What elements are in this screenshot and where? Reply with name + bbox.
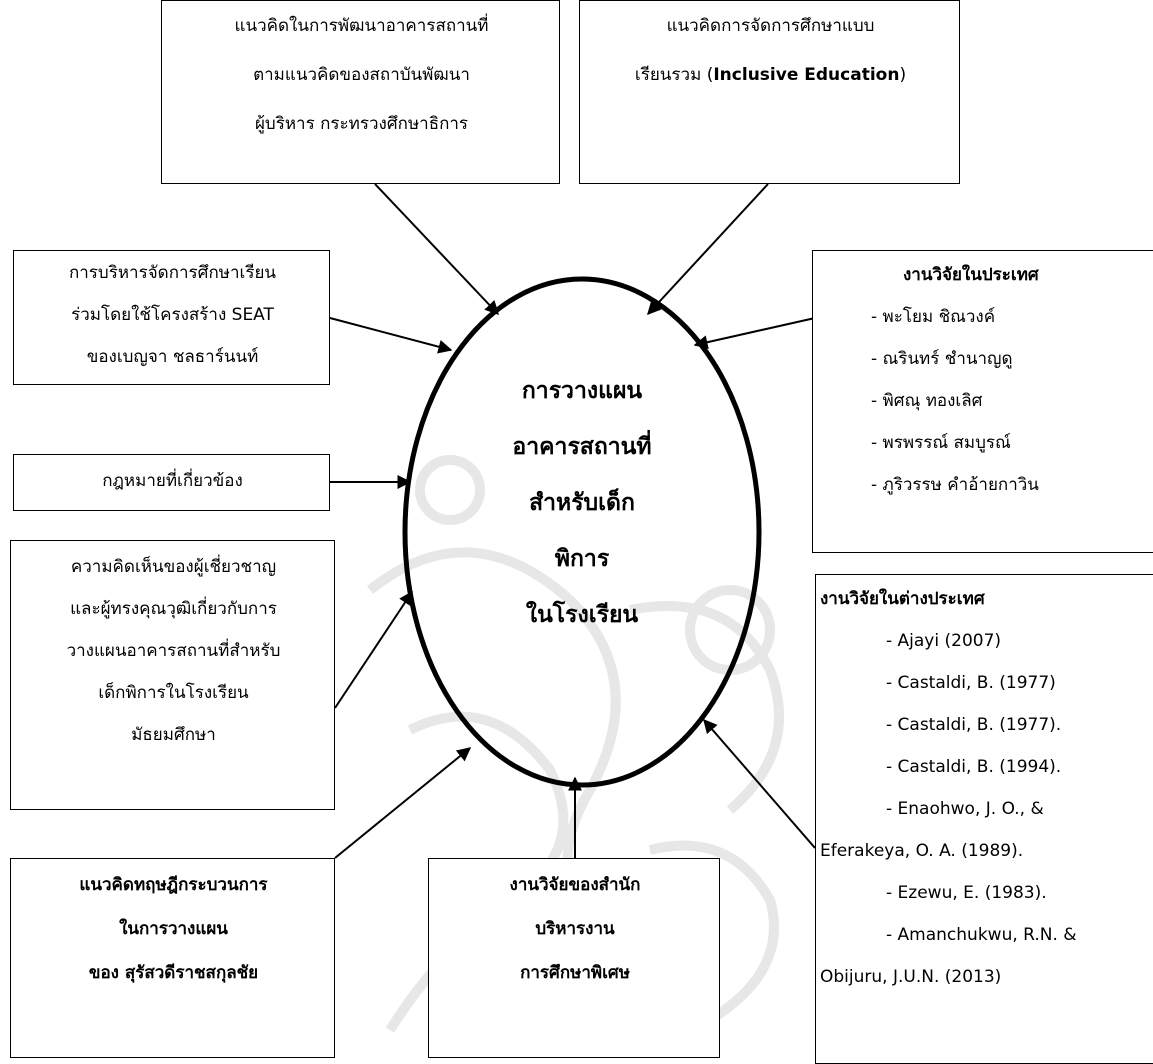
text-line: ของ สุรัสวดีราชสกุลชัย xyxy=(88,963,259,983)
list-item: - Amanchukwu, R.N. & xyxy=(886,925,1077,945)
list-item: - Ezewu, E. (1983). xyxy=(886,883,1047,903)
list-item: - Enaohwo, J. O., & xyxy=(886,799,1044,819)
box-seat-management: การบริหารจัดการศึกษาเรียน ร่วมโดยใช้โครง… xyxy=(13,250,330,385)
text-line: แนวคิดการจัดการศึกษาแบบ xyxy=(666,16,875,36)
box-domestic-research: งานวิจัยในประเทศ - พะโยม ชิณวงค์ - ณรินท… xyxy=(812,250,1153,553)
box-planning-theory: แนวคิดทฤษฎีกระบวนการ ในการวางแผน ของ สุร… xyxy=(10,858,335,1058)
arrow-theory xyxy=(334,747,472,859)
text-line: และผู้ทรงคุณวุฒิเกี่ยวกับการ xyxy=(70,599,277,619)
center-ellipse xyxy=(402,276,762,788)
arrow-foreign xyxy=(703,718,816,849)
text-bold: Inclusive Education xyxy=(713,65,900,85)
center-line: อาคารสถานที่ xyxy=(512,434,652,460)
box-title: งานวิจัยในประเทศ xyxy=(903,265,1039,285)
box-building-development-concept: แนวคิดในการพัฒนาอาคารสถานที่ ตามแนวคิดขอ… xyxy=(161,0,560,184)
list-item: Eferakeya, O. A. (1989). xyxy=(820,841,1024,861)
list-item: - Ajayi (2007) xyxy=(886,631,1002,651)
box-related-law: กฎหมายที่เกี่ยวข้อง xyxy=(13,454,330,511)
text-line: แนวคิดในการพัฒนาอาคารสถานที่ xyxy=(234,16,489,36)
center-line: ในโรงเรียน xyxy=(525,602,639,628)
center-line: สำหรับเด็ก xyxy=(529,490,635,516)
text-suffix: ) xyxy=(899,65,907,85)
text-line: ความคิดเห็นของผู้เชี่ยวชาญ xyxy=(70,557,277,577)
text-line: วางแผนอาคารสถานที่สำหรับ xyxy=(66,641,281,661)
text-line: กฎหมายที่เกี่ยวข้อง xyxy=(102,471,243,491)
list-item: - พะโยม ชิณวงค์ xyxy=(871,307,996,327)
box-special-education-office: งานวิจัยของสำนัก บริหารงาน การศึกษาพิเศษ xyxy=(428,858,720,1058)
box-title: งานวิจัยในต่างประเทศ xyxy=(820,589,985,609)
text-line: ของเบญจา ชลธาร์นนท์ xyxy=(86,347,259,367)
text-line: การบริหารจัดการศึกษาเรียน xyxy=(68,263,277,283)
list-item: - พิศณุ ทองเลิศ xyxy=(871,391,983,411)
arrow-top-right xyxy=(647,183,769,316)
text-line: ตามแนวคิดของสถาบันพัฒนา xyxy=(253,65,470,85)
text-line: เด็กพิการในโรงเรียน xyxy=(98,683,249,703)
list-item: - พรพรรณ์ สมบูรณ์ xyxy=(871,433,1011,453)
list-item: - ภูริวรรษ คำอ้ายกาวิน xyxy=(871,475,1039,495)
list-item: - Castaldi, B. (1977). xyxy=(886,715,1062,735)
arrow-domestic xyxy=(693,317,816,350)
text-line: เรียนรวม (Inclusive Education) xyxy=(580,67,961,84)
arrow-seat xyxy=(329,317,453,354)
text-line: ในการวางแผน xyxy=(119,919,228,939)
text-line: การศึกษาพิเศษ xyxy=(520,963,630,983)
arrow-expert xyxy=(334,590,413,709)
list-item: - ณรินทร์ ชำนาญดู xyxy=(871,349,1013,369)
list-item: Obijuru, J.U.N. (2013) xyxy=(820,967,1002,987)
text-line: บริหารงาน xyxy=(535,919,615,939)
box-foreign-research: งานวิจัยในต่างประเทศ - Ajayi (2007) - Ca… xyxy=(815,574,1153,1064)
arrow-top-left xyxy=(374,183,499,316)
text-prefix: เรียนรวม ( xyxy=(634,65,714,85)
list-item: - Castaldi, B. (1994). xyxy=(886,757,1062,777)
list-item: - Castaldi, B. (1977) xyxy=(886,673,1056,693)
box-expert-opinion: ความคิดเห็นของผู้เชี่ยวชาญ และผู้ทรงคุณว… xyxy=(10,540,335,810)
center-line: พิการ xyxy=(554,546,610,572)
box-inclusive-education: แนวคิดการจัดการศึกษาแบบ เรียนรวม (Inclus… xyxy=(579,0,960,184)
text-line: ร่วมโดยใช้โครงสร้าง SEAT xyxy=(71,305,274,325)
text-line: ผู้บริหาร กระทรวงศึกษาธิการ xyxy=(254,114,469,134)
text-line: มัธยมศึกษา xyxy=(131,725,216,745)
text-line: งานวิจัยของสำนัก xyxy=(509,875,641,895)
text-line: แนวคิดทฤษฎีกระบวนการ xyxy=(79,875,268,895)
center-line: การวางแผน xyxy=(521,378,643,404)
